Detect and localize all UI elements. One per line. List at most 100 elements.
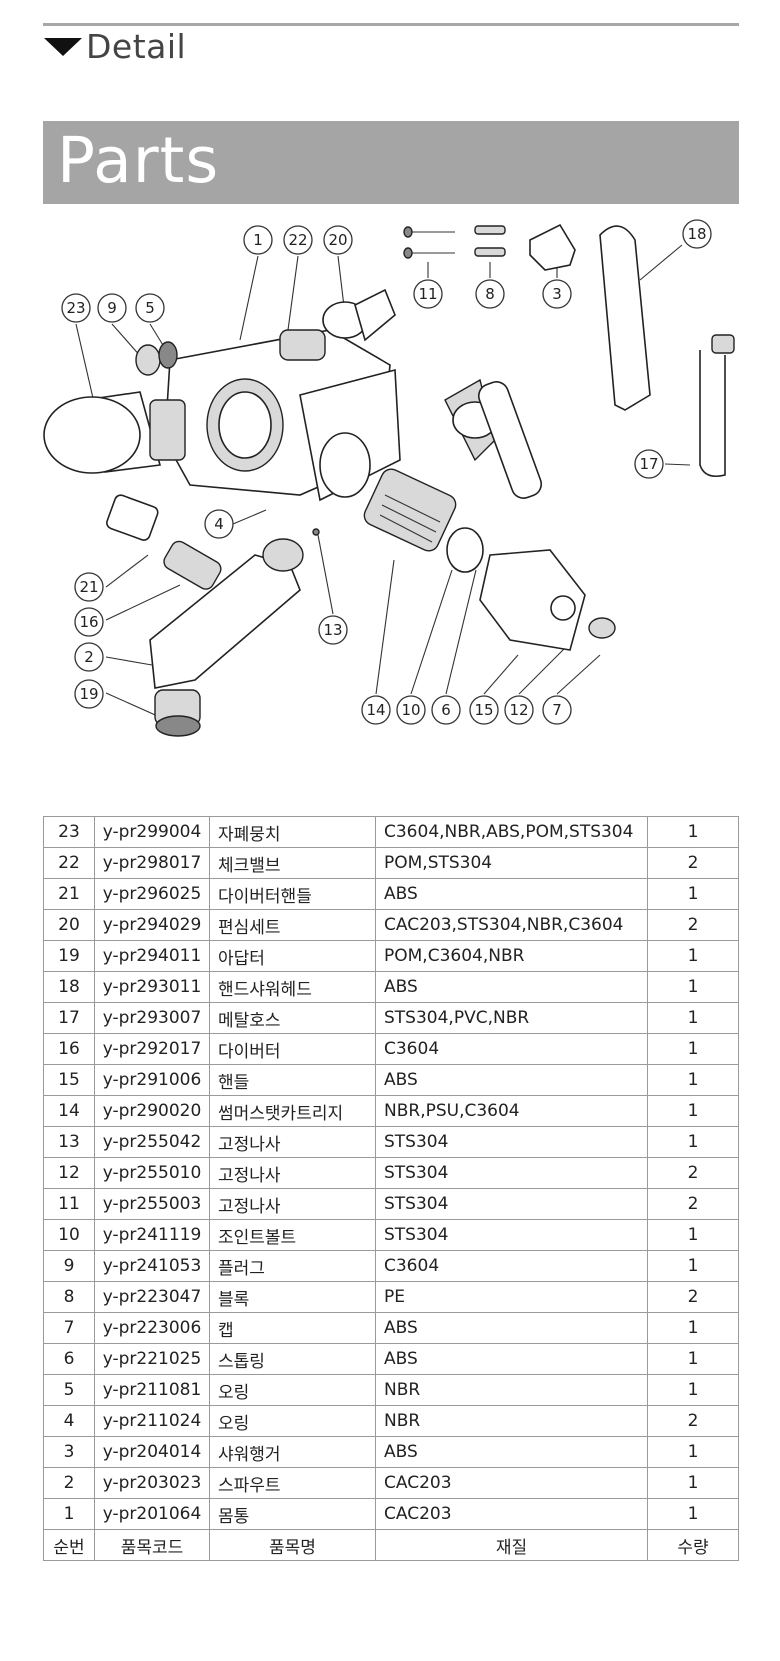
parts-banner: Parts <box>43 121 739 204</box>
item-code: y-pr241053 <box>94 1250 210 1282</box>
row-number: 17 <box>43 1002 95 1034</box>
item-code: y-pr223006 <box>94 1312 210 1344</box>
item-name: 오링 <box>209 1374 376 1406</box>
callout-16: 16 <box>74 607 104 637</box>
svg-text:2: 2 <box>84 648 94 666</box>
item-name: 블록 <box>209 1281 376 1313</box>
eccentric-set-part <box>279 288 543 499</box>
callout-6: 6 <box>431 695 461 725</box>
item-quantity: 1 <box>647 1312 739 1344</box>
item-name: 캡 <box>209 1312 376 1344</box>
hose-nut-part <box>711 334 735 354</box>
item-quantity: 2 <box>647 909 739 941</box>
row-number: 3 <box>43 1436 95 1468</box>
spout-part <box>106 494 304 737</box>
svg-text:8: 8 <box>485 285 495 303</box>
item-material: C3604 <box>375 1250 648 1282</box>
item-material: STS304,PVC,NBR <box>375 1002 648 1034</box>
item-name: 다이버터 <box>209 1033 376 1065</box>
row-number: 12 <box>43 1157 95 1189</box>
item-code: y-pr255042 <box>94 1126 210 1158</box>
item-name: 핸들 <box>209 1064 376 1096</box>
triangle-down-icon <box>44 38 82 56</box>
svg-text:3: 3 <box>552 285 562 303</box>
item-quantity: 1 <box>647 816 739 848</box>
column-header-number: 순번 <box>43 1529 95 1561</box>
callout-8: 8 <box>475 279 505 309</box>
column-header-code: 품목코드 <box>94 1529 210 1561</box>
item-quantity: 1 <box>647 1126 739 1158</box>
item-code: y-pr293011 <box>94 971 210 1003</box>
item-material: POM,STS304 <box>375 847 648 879</box>
item-material: ABS <box>375 1436 648 1468</box>
callout-21: 21 <box>74 572 104 602</box>
plug-part <box>135 344 161 376</box>
row-number: 23 <box>43 816 95 848</box>
callout-10: 10 <box>396 695 426 725</box>
item-quantity: 1 <box>647 878 739 910</box>
item-name: 썸머스탯카트리지 <box>209 1095 376 1127</box>
item-quantity: 1 <box>647 1498 739 1530</box>
item-quantity: 1 <box>647 1374 739 1406</box>
item-material: STS304 <box>375 1157 648 1189</box>
item-quantity: 1 <box>647 940 739 972</box>
detail-toggle[interactable]: Detail <box>44 26 186 66</box>
item-code: y-pr294011 <box>94 940 210 972</box>
callout-4: 4 <box>204 509 234 539</box>
oring-part <box>158 341 178 369</box>
item-code: y-pr211024 <box>94 1405 210 1437</box>
item-name: 메탈호스 <box>209 1002 376 1034</box>
item-code: y-pr296025 <box>94 878 210 910</box>
item-name: 체크밸브 <box>209 847 376 879</box>
item-code: y-pr204014 <box>94 1436 210 1468</box>
callout-14: 14 <box>361 695 391 725</box>
top-divider <box>43 23 739 26</box>
shower-hanger-part <box>529 223 576 271</box>
item-code: y-pr299004 <box>94 816 210 848</box>
svg-text:16: 16 <box>79 613 98 631</box>
callout-2: 2 <box>74 642 104 672</box>
svg-text:10: 10 <box>401 701 420 719</box>
item-name: 고정나사 <box>209 1157 376 1189</box>
callout-17: 17 <box>634 449 664 479</box>
item-quantity: 1 <box>647 1467 739 1499</box>
item-code: y-pr292017 <box>94 1033 210 1065</box>
row-number: 16 <box>43 1033 95 1065</box>
svg-text:21: 21 <box>79 578 98 596</box>
item-material: C3604,NBR,ABS,POM,STS304 <box>375 816 648 848</box>
row-number: 13 <box>43 1126 95 1158</box>
item-name: 아답터 <box>209 940 376 972</box>
item-material: ABS <box>375 878 648 910</box>
svg-text:17: 17 <box>639 455 658 473</box>
column-header-quantity: 수량 <box>647 1529 739 1561</box>
item-quantity: 1 <box>647 1095 739 1127</box>
svg-text:12: 12 <box>509 701 528 719</box>
svg-text:5: 5 <box>145 299 155 317</box>
svg-text:9: 9 <box>107 299 117 317</box>
item-name: 조인트볼트 <box>209 1219 376 1251</box>
item-quantity: 2 <box>647 1157 739 1189</box>
callout-19: 19 <box>74 679 104 709</box>
svg-text:6: 6 <box>441 701 451 719</box>
svg-text:15: 15 <box>474 701 493 719</box>
item-material: C3604 <box>375 1033 648 1065</box>
svg-text:4: 4 <box>214 515 224 533</box>
svg-text:23: 23 <box>66 299 85 317</box>
row-number: 11 <box>43 1188 95 1220</box>
row-number: 2 <box>43 1467 95 1499</box>
svg-text:11: 11 <box>418 285 437 303</box>
leader-lines <box>75 244 691 719</box>
svg-text:1: 1 <box>253 231 263 249</box>
item-quantity: 2 <box>647 1405 739 1437</box>
row-number: 6 <box>43 1343 95 1375</box>
